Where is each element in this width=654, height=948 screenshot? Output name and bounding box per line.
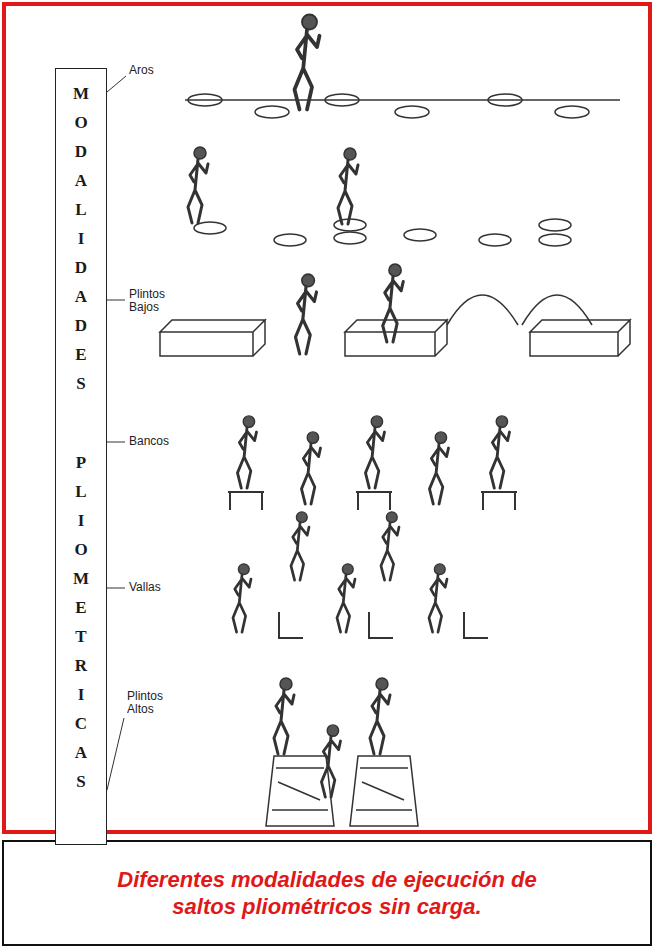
part-label: Plintos Altos <box>126 690 178 716</box>
vertical-heading: PLIOMETRICAS <box>73 448 90 796</box>
high-boxes <box>266 756 418 826</box>
part-label: Bancos <box>128 435 170 448</box>
part-label: Aros <box>128 64 155 77</box>
caption: Diferentes modalidades de ejecución de s… <box>92 866 562 920</box>
vertical-title-box: MODALIDADES PLIOMETRICAS <box>55 68 107 845</box>
vertical-heading: MODALIDADES <box>73 79 90 398</box>
part-label: Vallas <box>128 581 162 594</box>
hoops <box>185 94 620 246</box>
benches <box>228 492 517 510</box>
part-label: Plintos Bajos <box>128 288 180 314</box>
low-boxes <box>160 295 630 356</box>
caption-box: Diferentes modalidades de ejecución de s… <box>2 840 652 946</box>
hurdles <box>279 612 488 638</box>
leader-lines <box>107 76 126 790</box>
